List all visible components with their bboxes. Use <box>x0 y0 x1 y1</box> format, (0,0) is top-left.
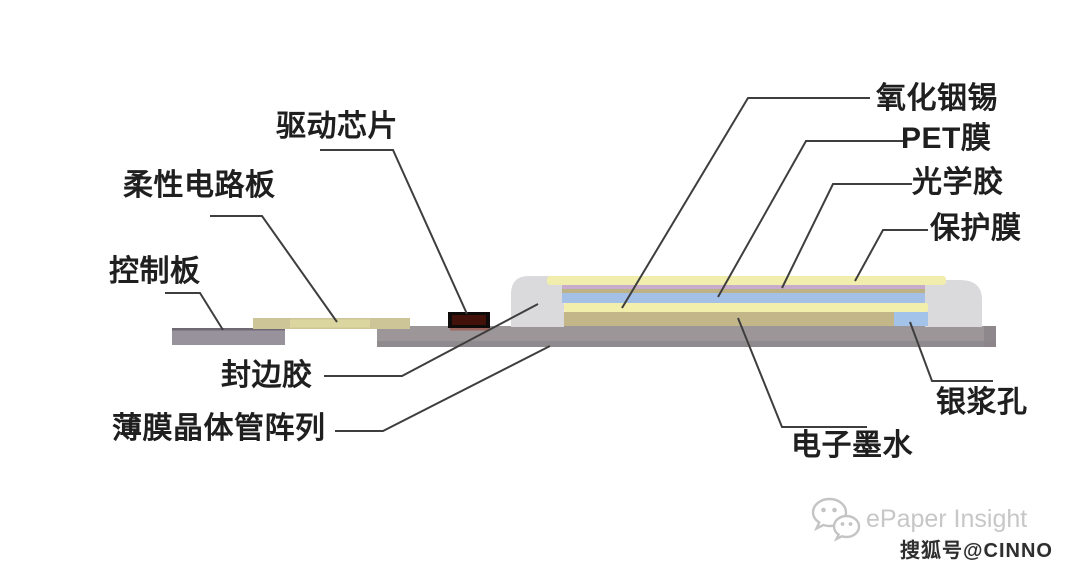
label-tft-array: 薄膜晶体管阵列 <box>112 412 326 445</box>
flexible-pcb-inner-shape <box>290 319 370 328</box>
leader-control-board <box>165 292 224 331</box>
leader-tft-array <box>335 345 551 432</box>
tft-board-right-edge <box>984 326 996 347</box>
tft-board-bottom-shade <box>377 341 996 347</box>
label-ito: 氧化铟锡 <box>876 82 998 115</box>
chip-solder-strip <box>450 327 490 331</box>
leader-lines <box>165 97 993 432</box>
label-pet-film: PET膜 <box>901 122 992 155</box>
leader-protective-film <box>854 229 928 282</box>
silver-paste-hole-shape <box>894 312 928 326</box>
edge-sealant-right-shape <box>925 280 982 327</box>
label-flexible-pcb: 柔性电路板 <box>123 169 276 202</box>
edge-sealant-left-shape <box>511 276 564 327</box>
leader-flexible-pcb <box>210 215 338 323</box>
leader-silver-paste-hole <box>909 321 993 382</box>
electronic-ink-layer <box>564 312 894 326</box>
label-control-board: 控制板 <box>109 255 201 288</box>
watermark-account: 搜狐号@CINNO <box>900 540 1053 562</box>
adhesive-layer <box>562 289 925 293</box>
label-electronic-ink: 电子墨水 <box>791 429 913 462</box>
leader-edge-sealant <box>324 303 539 377</box>
leader-driver-chip <box>320 149 468 315</box>
label-edge-sealant: 封边胶 <box>221 359 313 392</box>
leader-pet-film <box>717 140 903 298</box>
leader-optical-adhesive <box>781 183 912 289</box>
leader-ito <box>621 97 870 309</box>
control-board-shape <box>172 328 285 345</box>
optical-adhesive-layer <box>562 285 925 289</box>
control-board-top-edge <box>172 328 285 331</box>
label-silver-paste-hole: 银浆孔 <box>936 386 1028 419</box>
wechat-icon <box>811 497 861 542</box>
driver-chip-core-shape <box>452 315 486 325</box>
leader-electronic-ink <box>737 317 867 428</box>
label-optical-adhesive: 光学胶 <box>912 166 1004 199</box>
protective-film-layer <box>547 276 946 285</box>
label-protective-film: 保护膜 <box>930 212 1022 245</box>
watermark-brand: ePaper Insight <box>866 505 1028 533</box>
ito-layer <box>564 303 928 312</box>
label-driver-chip: 驱动芯片 <box>276 110 398 143</box>
pet-film-layer <box>562 293 925 303</box>
